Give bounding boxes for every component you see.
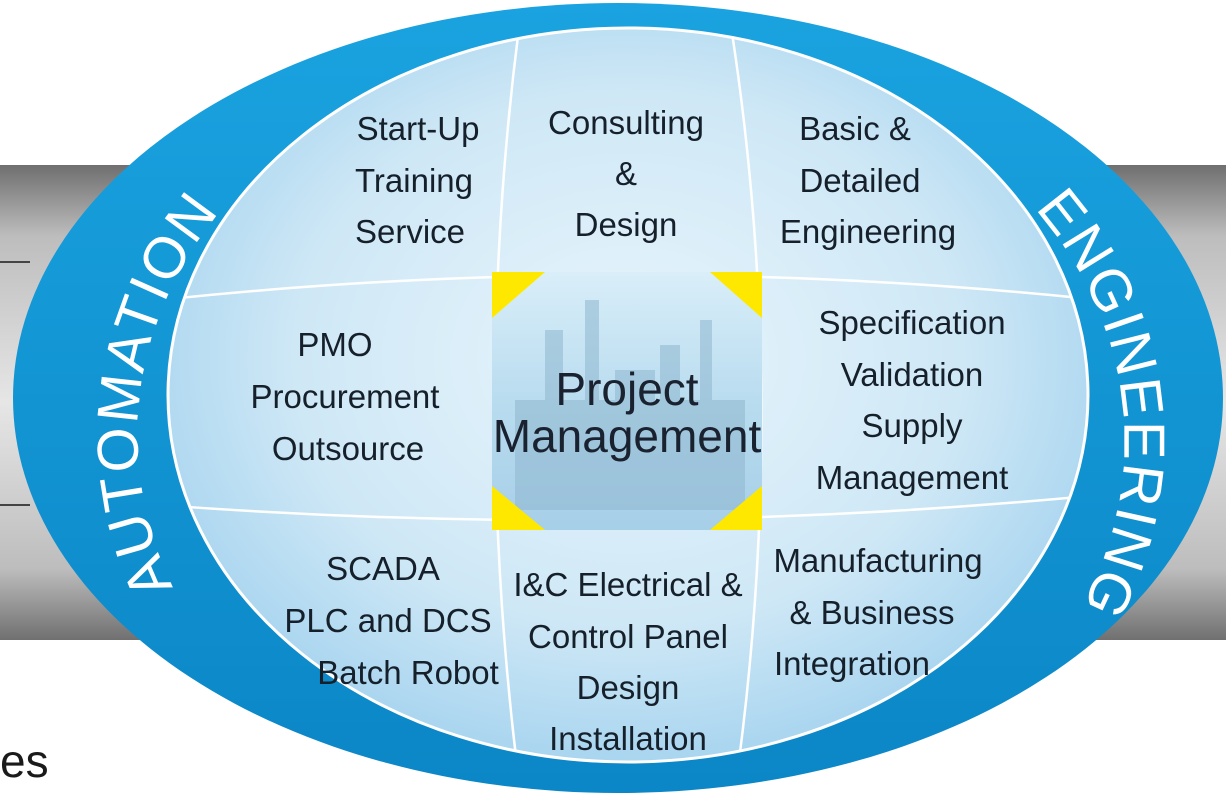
center-panel: Project Management	[492, 272, 762, 530]
cell-line: Consulting	[548, 104, 704, 141]
center-title-line1: Project	[555, 363, 698, 415]
cell-line: Engineering	[780, 213, 956, 250]
cell-line: Service	[355, 213, 465, 250]
cell-line: Integration	[774, 645, 930, 682]
cell-line: Detailed	[799, 162, 920, 199]
cell-top-left: Start-Up Training Service	[355, 110, 479, 250]
cell-line: I&C Electrical &	[513, 566, 742, 603]
cell-line: Batch Robot	[317, 654, 499, 691]
center-title-line2: Management	[493, 410, 762, 462]
cell-line: Procurement	[251, 378, 440, 415]
cell-line: Start-Up	[357, 110, 480, 147]
cell-bottom-left: SCADA PLC and DCS Batch Robot	[284, 550, 498, 691]
cell-line: Validation	[841, 356, 984, 393]
cell-line: Design	[575, 206, 678, 243]
cell-line: Specification	[818, 304, 1005, 341]
cell-line: Supply	[862, 407, 963, 444]
cell-line: Management	[816, 459, 1009, 496]
cell-line: SCADA	[326, 550, 440, 587]
cell-line: Control Panel	[528, 618, 728, 655]
cell-line: PMO	[297, 326, 372, 363]
cell-line: Manufacturing	[773, 542, 982, 579]
cell-top-middle: Consulting & Design	[548, 104, 704, 243]
cell-line: & Business	[789, 594, 954, 631]
cell-line: &	[615, 155, 637, 192]
cropped-heading-fragment: es	[0, 735, 49, 787]
cell-bottom-middle: I&C Electrical & Control Panel Design In…	[513, 566, 742, 757]
cell-line: Basic &	[799, 110, 911, 147]
cell-line: Outsource	[272, 430, 424, 467]
cell-line: PLC and DCS	[284, 602, 491, 639]
cell-top-right: Basic & Detailed Engineering	[780, 110, 956, 250]
cell-bottom-right: Manufacturing & Business Integration	[773, 542, 982, 682]
cell-line: Training	[355, 162, 473, 199]
cell-line: Installation	[549, 720, 707, 757]
cell-middle-left: PMO Procurement Outsource	[251, 326, 440, 467]
cell-line: Design	[577, 669, 680, 706]
cell-middle-right: Specification Validation Supply Manageme…	[816, 304, 1009, 496]
